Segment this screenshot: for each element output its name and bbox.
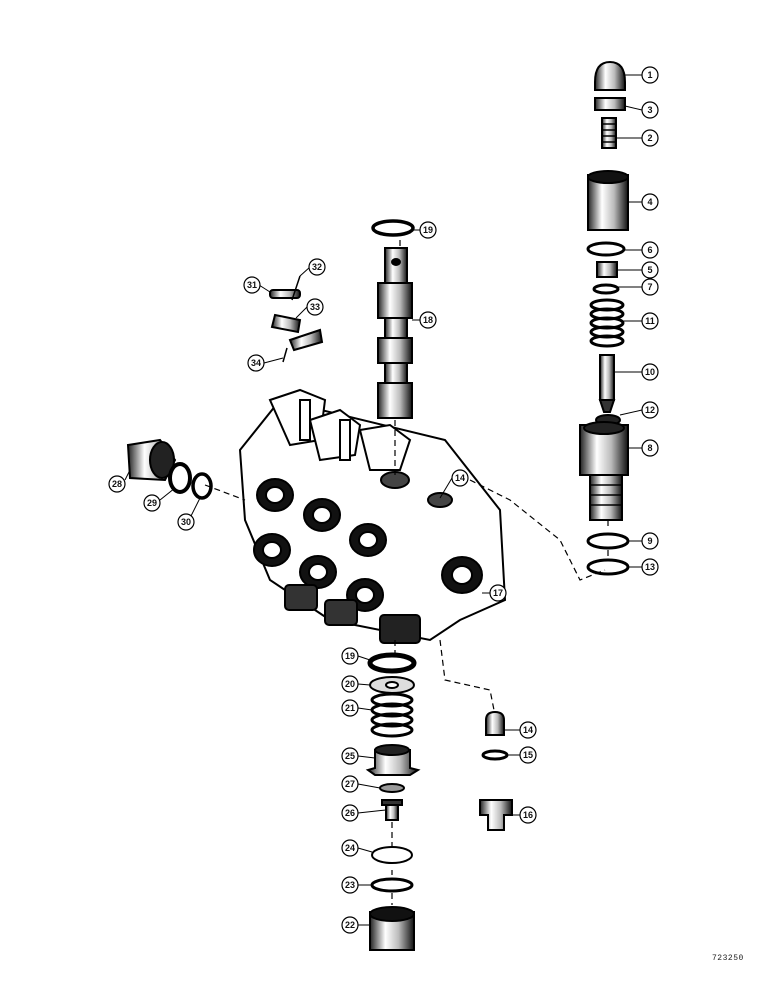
callout-9: 9 [641,532,659,550]
callout-33: 33 [306,298,324,316]
callout-34-left: 34 [247,354,265,372]
o-ring [586,241,626,257]
relief-valve-stack [579,60,630,576]
svg-text:20: 20 [345,679,355,689]
callout-6: 6 [641,241,659,259]
o-ring-small [191,472,213,500]
callout-2: 2 [641,129,659,147]
svg-text:6: 6 [647,245,652,255]
callout-20: 20 [341,675,359,693]
svg-text:9: 9 [647,536,652,546]
callout-23: 23 [341,876,359,894]
callout-leaders [124,74,643,926]
callout-29: 29 [143,494,161,512]
callout-8: 8 [641,439,659,457]
callout-12: 12 [641,401,659,419]
callout-4: 4 [641,193,659,211]
callouts: 1 3 2 4 6 5 7 11 10 12 8 9 13 19 18 31 3… [108,66,659,934]
callout-31: 31 [243,276,261,294]
svg-text:19: 19 [423,225,433,235]
callout-14-bottom: 14 [519,721,537,739]
svg-text:11: 11 [645,316,655,326]
callout-28: 28 [108,475,126,493]
callout-26: 26 [341,804,359,822]
callout-10: 10 [641,363,659,381]
callout-7: 7 [641,278,659,296]
svg-text:15: 15 [523,750,533,760]
bottom-stack [365,652,421,951]
svg-text:12: 12 [645,405,655,415]
svg-text:25: 25 [345,751,355,761]
hex-nut [594,97,626,111]
washer [168,462,192,494]
svg-text:3: 3 [647,105,652,115]
svg-text:19: 19 [345,651,355,661]
callout-24: 24 [341,839,359,857]
callout-16: 16 [519,806,537,824]
svg-text:16: 16 [523,810,533,820]
callout-11: 11 [641,312,659,330]
svg-text:4: 4 [647,197,652,207]
svg-text:8: 8 [647,443,652,453]
callout-21: 21 [341,699,359,717]
callout-19-bottom: 19 [341,647,359,665]
svg-text:31: 31 [247,280,257,290]
spring [589,298,625,348]
callout-19-top: 19 [419,221,437,239]
svg-text:10: 10 [645,367,655,377]
callout-14-top: 14 [451,469,469,487]
svg-text:22: 22 [345,920,355,930]
callout-32: 32 [308,258,326,276]
poppet [599,354,615,401]
callout-5: 5 [641,261,659,279]
callout-15: 15 [519,746,537,764]
svg-text:17: 17 [493,588,503,598]
svg-text:34: 34 [251,358,261,368]
svg-text:14: 14 [455,473,465,483]
callout-17: 17 [489,584,507,602]
svg-text:33: 33 [310,302,320,312]
svg-text:13: 13 [645,562,655,572]
spool-o-ring [371,219,415,237]
svg-text:21: 21 [345,703,355,713]
callout-25: 25 [341,747,359,765]
callout-3: 3 [641,101,659,119]
cap-nut [594,60,626,91]
svg-text:7: 7 [647,282,652,292]
svg-text:29: 29 [147,498,157,508]
svg-text:27: 27 [345,779,355,789]
callout-13: 13 [641,558,659,576]
svg-text:28: 28 [112,479,122,489]
svg-text:32: 32 [312,262,322,272]
svg-text:24: 24 [345,843,355,853]
svg-text:2: 2 [647,133,652,143]
valve-body [238,388,507,644]
callout-30: 30 [177,513,195,531]
reference-code: 723250 [712,954,744,963]
check-parts [479,710,513,831]
svg-text:18: 18 [423,315,433,325]
linkage [269,275,324,363]
callout-27: 27 [341,775,359,793]
svg-text:14: 14 [523,725,533,735]
callout-18: 18 [419,311,437,329]
callout-22: 22 [341,916,359,934]
port-fitting [126,438,213,500]
adjusting-screw [601,117,617,149]
svg-text:1: 1 [647,70,652,80]
spool [371,219,415,419]
svg-text:30: 30 [181,517,191,527]
callout-1: 1 [641,66,659,84]
svg-text:23: 23 [345,880,355,890]
svg-text:5: 5 [647,265,652,275]
svg-text:26: 26 [345,808,355,818]
